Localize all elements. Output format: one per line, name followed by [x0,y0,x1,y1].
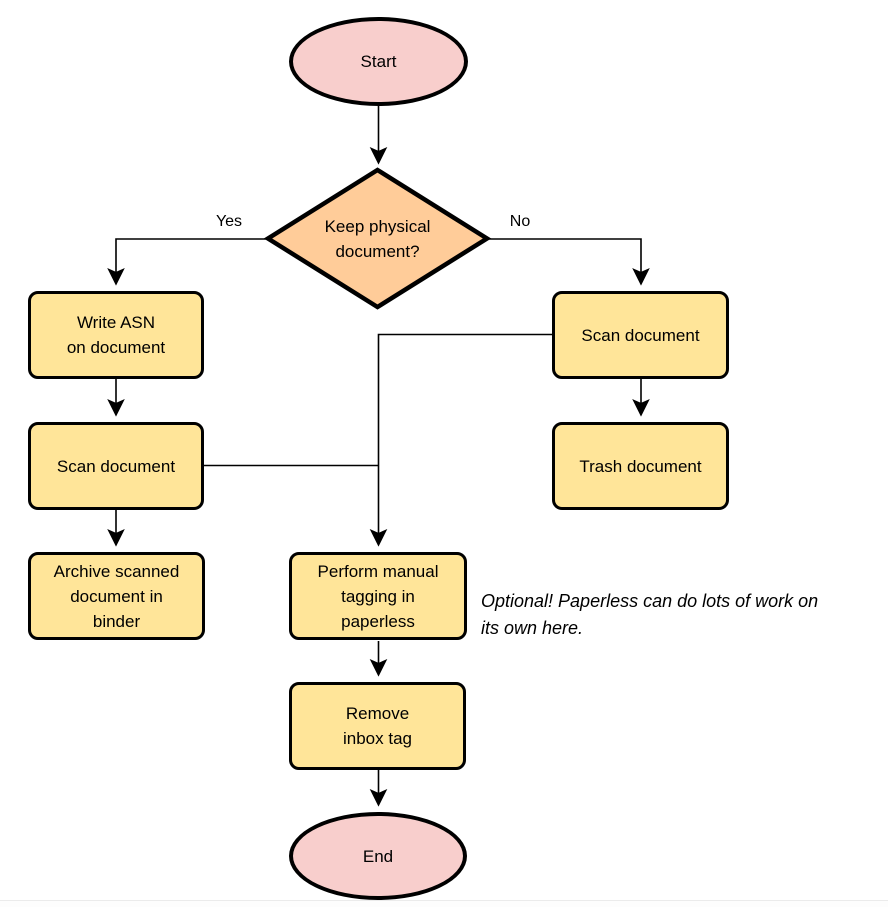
node-manual-tagging: Perform manual tagging in paperless [289,552,467,640]
edge-label-no: No [509,213,531,230]
node-end-label: End [362,846,394,866]
node-trash-document: Trash document [552,422,729,510]
node-start: Start [289,17,468,106]
node-start-label: Start [360,52,397,71]
node-decision-label: Keep physical document? [324,216,431,261]
edge-decision-no-to-scan-right [488,238,650,286]
edge-label-yes: Yes [215,213,243,230]
node-write-asn-label: Write ASN on document [66,313,166,357]
node-archive-binder-label: Archive scanned document in binder [53,561,180,631]
node-scan-document-left-label: Scan document [56,456,176,476]
edge-decision-yes-to-write-asn [107,238,267,286]
edge-scan-right-to-tagging [369,333,552,547]
page-bottom-divider [0,900,888,907]
node-scan-document-right: Scan document [552,291,729,379]
node-manual-tagging-label: Perform manual tagging in paperless [317,561,439,631]
decision-diamond-polygon [263,167,492,310]
node-decision: Keep physical document? [261,163,494,314]
node-end: End [289,812,467,900]
node-archive-binder: Archive scanned document in binder [28,552,205,640]
decision-diamond-shape [263,167,492,310]
node-remove-inbox-tag: Remove inbox tag [289,682,466,770]
node-write-asn: Write ASN on document [28,291,204,379]
node-scan-document-right-label: Scan document [581,325,700,345]
node-remove-inbox-tag-label: Remove inbox tag [343,704,412,748]
node-scan-document-left: Scan document [28,422,204,510]
node-trash-document-label: Trash document [579,456,702,476]
optional-note: Optional! Paperless can do lots of work … [481,591,819,638]
